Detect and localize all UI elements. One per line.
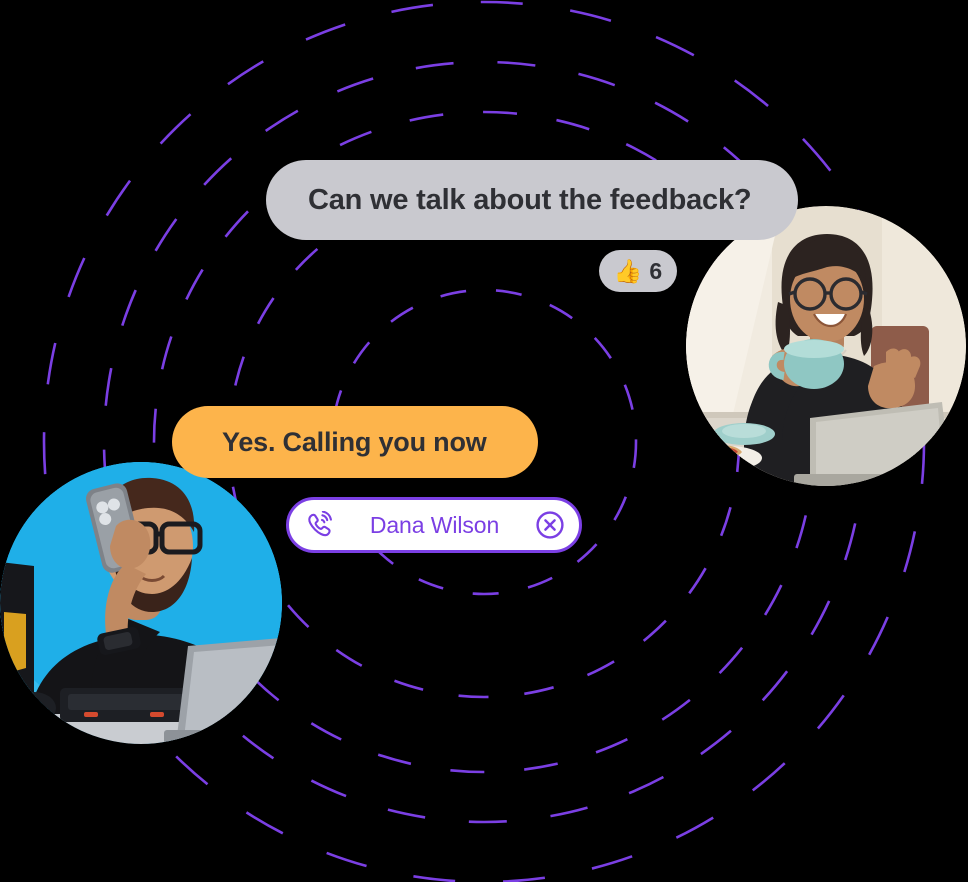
close-circle-icon[interactable]: [535, 510, 565, 540]
incoming-message-bubble[interactable]: Can we talk about the feedback?: [266, 160, 798, 240]
outgoing-message-text: Yes. Calling you now: [222, 426, 487, 457]
outgoing-message-bubble[interactable]: Yes. Calling you now: [172, 406, 538, 478]
reaction-badge[interactable]: 👍 6: [599, 250, 677, 292]
reaction-count: 6: [649, 257, 663, 284]
active-call-pill[interactable]: Dana Wilson: [286, 497, 582, 553]
incoming-message-text: Can we talk about the feedback?: [308, 183, 752, 216]
woman-avatar-artwork: [686, 206, 966, 486]
ringing-phone-icon: [308, 511, 332, 537]
man-avatar-artwork: [0, 462, 282, 744]
man-on-phone-call-avatar: [0, 462, 282, 744]
woman-on-video-call-avatar: [686, 206, 966, 486]
thumbs-up-emoji: 👍: [613, 257, 643, 284]
caller-name-label: Dana Wilson: [369, 511, 500, 538]
